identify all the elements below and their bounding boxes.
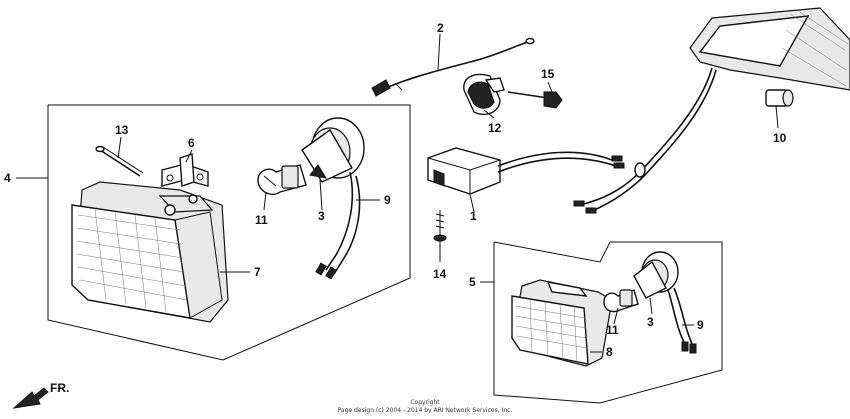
taillight[interactable] xyxy=(573,7,850,214)
bulb-10[interactable] xyxy=(765,89,794,107)
bulb-11-left[interactable] xyxy=(257,164,307,196)
direction-label: FR. xyxy=(50,381,69,395)
relay-1[interactable] xyxy=(427,147,625,195)
cable-2[interactable] xyxy=(371,37,535,97)
copyright-line1: Copyright xyxy=(410,399,440,406)
callout-14: 14 xyxy=(433,267,447,281)
callout-9-right: 9 xyxy=(697,318,704,332)
bulb-11-right[interactable] xyxy=(603,289,639,313)
bolt-15[interactable] xyxy=(507,91,563,109)
socket-3-left[interactable] xyxy=(301,117,365,183)
clamp-12[interactable] xyxy=(463,73,505,116)
callout-9-left: 9 xyxy=(384,193,391,207)
callout-11-right: 11 xyxy=(606,323,619,337)
screw-14[interactable] xyxy=(433,210,447,242)
callout-12: 12 xyxy=(488,121,502,135)
headlight-8[interactable] xyxy=(511,279,613,367)
callout-2: 2 xyxy=(437,21,444,35)
callout-3-right: 3 xyxy=(647,315,654,329)
callout-7: 7 xyxy=(254,265,261,279)
front-direction-arrow: FR. xyxy=(12,381,69,409)
callout-13: 13 xyxy=(115,123,129,137)
callout-10: 10 xyxy=(773,131,787,145)
assembly-4-outline xyxy=(47,104,411,361)
harness-9-right[interactable] xyxy=(667,287,697,354)
bracket-6[interactable] xyxy=(161,153,209,187)
callout-1: 1 xyxy=(470,209,477,223)
assembly-5-outline xyxy=(493,241,723,404)
callout-5: 5 xyxy=(469,275,476,289)
callout-8: 8 xyxy=(606,345,613,359)
harness-9-left[interactable] xyxy=(315,171,361,280)
callout-4: 4 xyxy=(4,171,11,185)
callout-6: 6 xyxy=(188,136,195,150)
copyright-line2: Page design (c) 2004 - 2014 by ARI Netwo… xyxy=(338,407,513,414)
callout-3-left: 3 xyxy=(318,209,325,223)
leader-lines xyxy=(16,33,779,353)
pin-13[interactable] xyxy=(95,145,144,177)
headlight-7[interactable] xyxy=(71,181,229,323)
callout-11-left: 11 xyxy=(255,213,268,227)
callout-15: 15 xyxy=(541,67,555,81)
socket-3-right[interactable] xyxy=(633,251,679,299)
